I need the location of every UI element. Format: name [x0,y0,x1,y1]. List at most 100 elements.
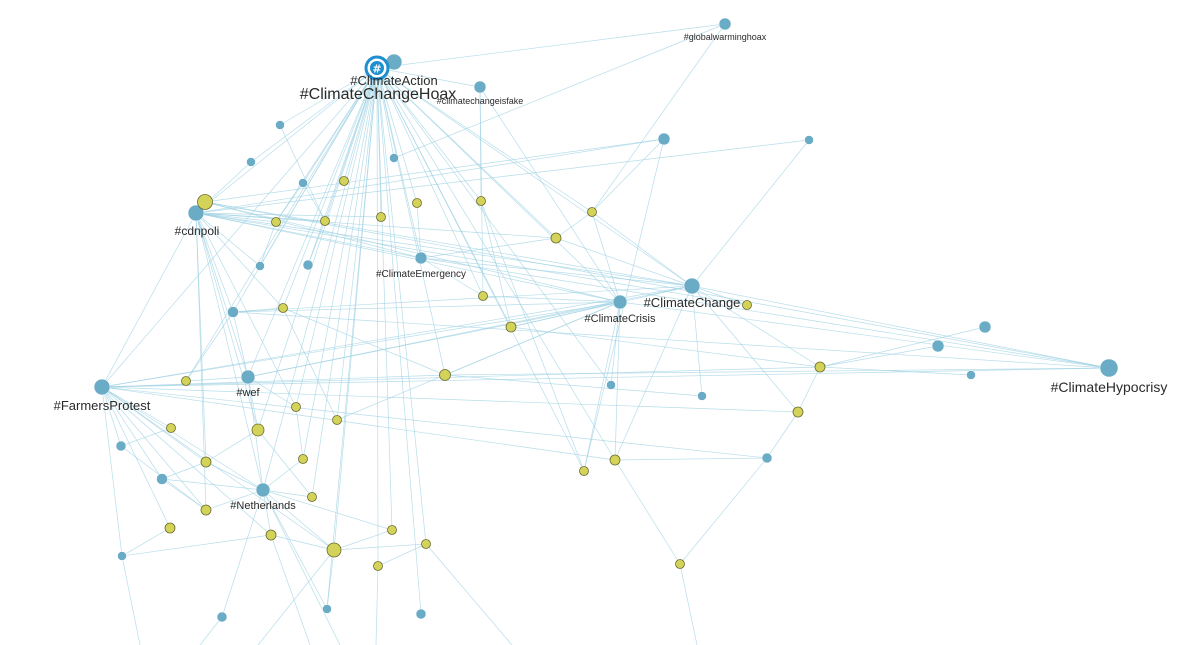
user-node-y24[interactable] [609,454,621,466]
user-node-y26[interactable] [307,492,317,502]
user-node-y19[interactable] [792,406,804,418]
hashtag-node-b7[interactable] [255,261,265,271]
hashtag-node-b10[interactable] [978,320,992,334]
user-node-y20[interactable] [166,423,176,433]
edge-143 [510,326,821,368]
user-node-y5[interactable] [376,212,386,222]
user-node-y3[interactable] [271,217,281,227]
user-node-y15[interactable] [439,369,451,381]
user-node-y22[interactable] [200,456,212,468]
hashtag-node-b6[interactable] [804,135,814,145]
edge-169 [302,182,326,222]
edge-103 [161,478,264,491]
user-node-y17[interactable] [291,402,301,412]
edge-183 [270,534,311,645]
hashtag-node-b16[interactable] [115,440,127,452]
user-node-y9[interactable] [550,232,562,244]
label-cdnpoli[interactable]: #cdnpoli [175,224,220,238]
edge-84 [101,386,123,557]
user-node-y31[interactable] [421,539,431,549]
user-node-y33[interactable] [373,561,383,571]
user-node-y34[interactable] [675,559,685,569]
user-node-y13[interactable] [742,300,752,310]
hashtag-node-hypocrisy[interactable] [1099,358,1119,378]
hashtag-node-b1[interactable] [275,120,285,130]
label-climate-hypocrisy[interactable]: #ClimateHypocrisy [1051,379,1168,395]
user-node-y27[interactable] [200,504,212,516]
user-node-y25[interactable] [579,466,589,476]
hashtag-node-b11[interactable] [931,339,945,353]
edge-162 [336,301,621,421]
user-node-y1[interactable] [197,194,213,210]
edge-139 [591,23,726,213]
edge-106 [221,489,264,618]
hashtag-node-b9[interactable] [227,306,239,318]
label-netherlands[interactable]: #Netherlands [230,500,296,512]
hashtag-node-b21[interactable] [415,608,427,620]
hashtag-node-b3[interactable] [298,178,308,188]
user-node-y7[interactable] [476,196,486,206]
hashtag-node-wef[interactable] [240,369,256,385]
label-climate-crisis[interactable]: #ClimateCrisis [585,313,656,325]
edge-66 [204,201,621,303]
hashtag-node-nether[interactable] [255,482,271,498]
hashtag-node-b14[interactable] [697,391,707,401]
user-node-y11[interactable] [505,321,517,333]
edge-146 [121,527,171,557]
user-node-y2[interactable] [339,176,349,186]
hashtag-node-farmers[interactable] [93,378,111,396]
hashtag-node-b8[interactable] [302,259,314,271]
edge-175 [480,200,512,328]
user-node-y32[interactable] [326,542,342,558]
user-node-y30[interactable] [387,525,397,535]
hashtag-node-b19[interactable] [216,611,228,623]
edge-126 [797,366,821,413]
hashtag-node-change[interactable] [683,277,701,295]
user-node-y10[interactable] [478,291,488,301]
edge-94 [185,376,249,382]
edge-158 [232,285,693,313]
user-node-y18[interactable] [332,415,342,425]
user-node-y12[interactable] [278,303,288,313]
label-climate-action[interactable]: #ClimateAction [350,73,437,88]
label-climate-change-hoax[interactable]: #ClimateChangeHoax [300,86,457,103]
edge-108 [614,301,621,461]
hashtag-node-b20[interactable] [322,604,332,614]
edge-22 [336,67,378,421]
user-node-y4[interactable] [320,216,330,226]
user-node-y16[interactable] [814,361,826,373]
user-node-y28[interactable] [164,522,176,534]
label-climate-change[interactable]: #ClimateChange [644,295,741,310]
hashtag-node-isfake[interactable] [473,80,487,94]
label-farmers-protest[interactable]: #FarmersProtest [54,398,151,413]
user-node-y29[interactable] [265,529,277,541]
user-node-y8[interactable] [587,207,597,217]
user-node-y21[interactable] [251,423,265,437]
user-node-y23[interactable] [298,454,308,464]
hashtag-badge[interactable]: # [364,55,390,81]
edge-131 [555,211,593,239]
label-climate-emergency[interactable]: #ClimateEmergency [376,269,466,280]
edge-124 [819,366,972,376]
label-climatechangeisfake[interactable]: #climatechangeisfake [437,96,524,106]
hashtag-node-b2[interactable] [246,157,256,167]
label-globalwarminghoax[interactable]: #globalwarminghoax [684,32,767,42]
edge-91 [101,366,821,388]
hashtag-node-b4[interactable] [389,153,399,163]
hashtag-node-b13[interactable] [606,380,616,390]
user-node-y14[interactable] [181,376,191,386]
hashtag-node-cdnpoli[interactable] [187,204,205,222]
hashtag-node-b18[interactable] [117,551,127,561]
hashtag-node-b17[interactable] [156,473,168,485]
hashtag-node-crisis[interactable] [612,294,628,310]
edge-42 [376,23,726,69]
hashtag-node-b5[interactable] [657,132,671,146]
hashtag-node-b15[interactable] [761,452,773,464]
hashtag-node-b12[interactable] [966,370,976,380]
user-node-y6[interactable] [412,198,422,208]
hashtag-node-emergency[interactable] [414,251,428,265]
hashtag-node-gwhoax[interactable] [718,17,732,31]
label-wef[interactable]: #wef [236,387,260,399]
